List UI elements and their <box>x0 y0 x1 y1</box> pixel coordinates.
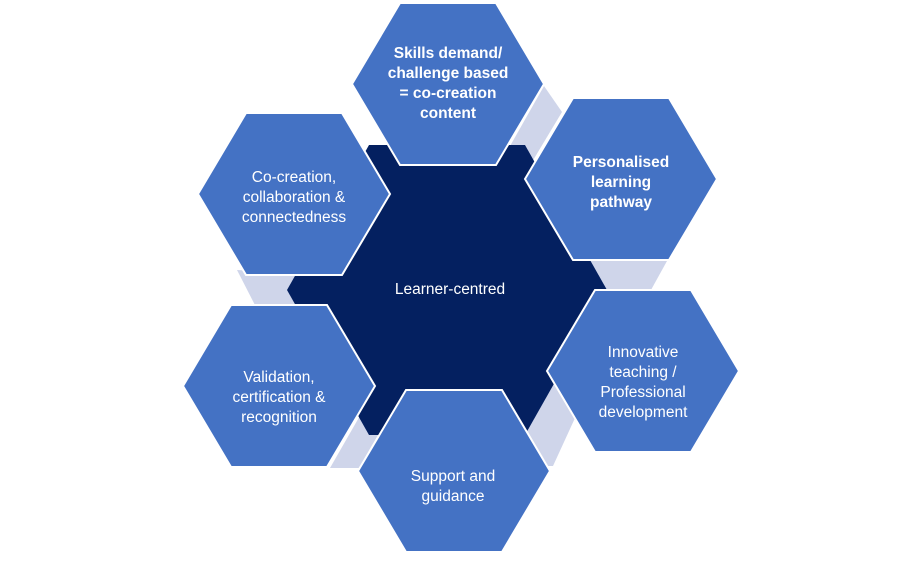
hexagon-personalised-pathway <box>523 97 719 261</box>
hex-label-skills-demand: Skills demand/ challenge based = co-crea… <box>387 45 509 122</box>
connector-top-to-right-top <box>501 86 562 162</box>
hex-label-personalised-pathway: Personalised learning pathway <box>572 154 670 211</box>
hexagon-validation <box>181 304 377 468</box>
hex-label-support-guidance: Support and guidance <box>410 468 496 505</box>
center-label: Learner-centred <box>394 281 506 298</box>
hexagon-skills-demand <box>350 2 546 166</box>
hexagon-co-creation <box>196 112 392 276</box>
hex-label-innovative-teaching: Innovative teaching / Professional devel… <box>598 344 688 421</box>
hexagon-support-guidance <box>356 389 552 553</box>
hex-label-validation: Validation, certification & recognition <box>232 369 326 426</box>
hex-label-co-creation: Co-creation, collaboration & connectedne… <box>241 169 347 226</box>
hexagon-innovative-teaching <box>545 289 741 453</box>
